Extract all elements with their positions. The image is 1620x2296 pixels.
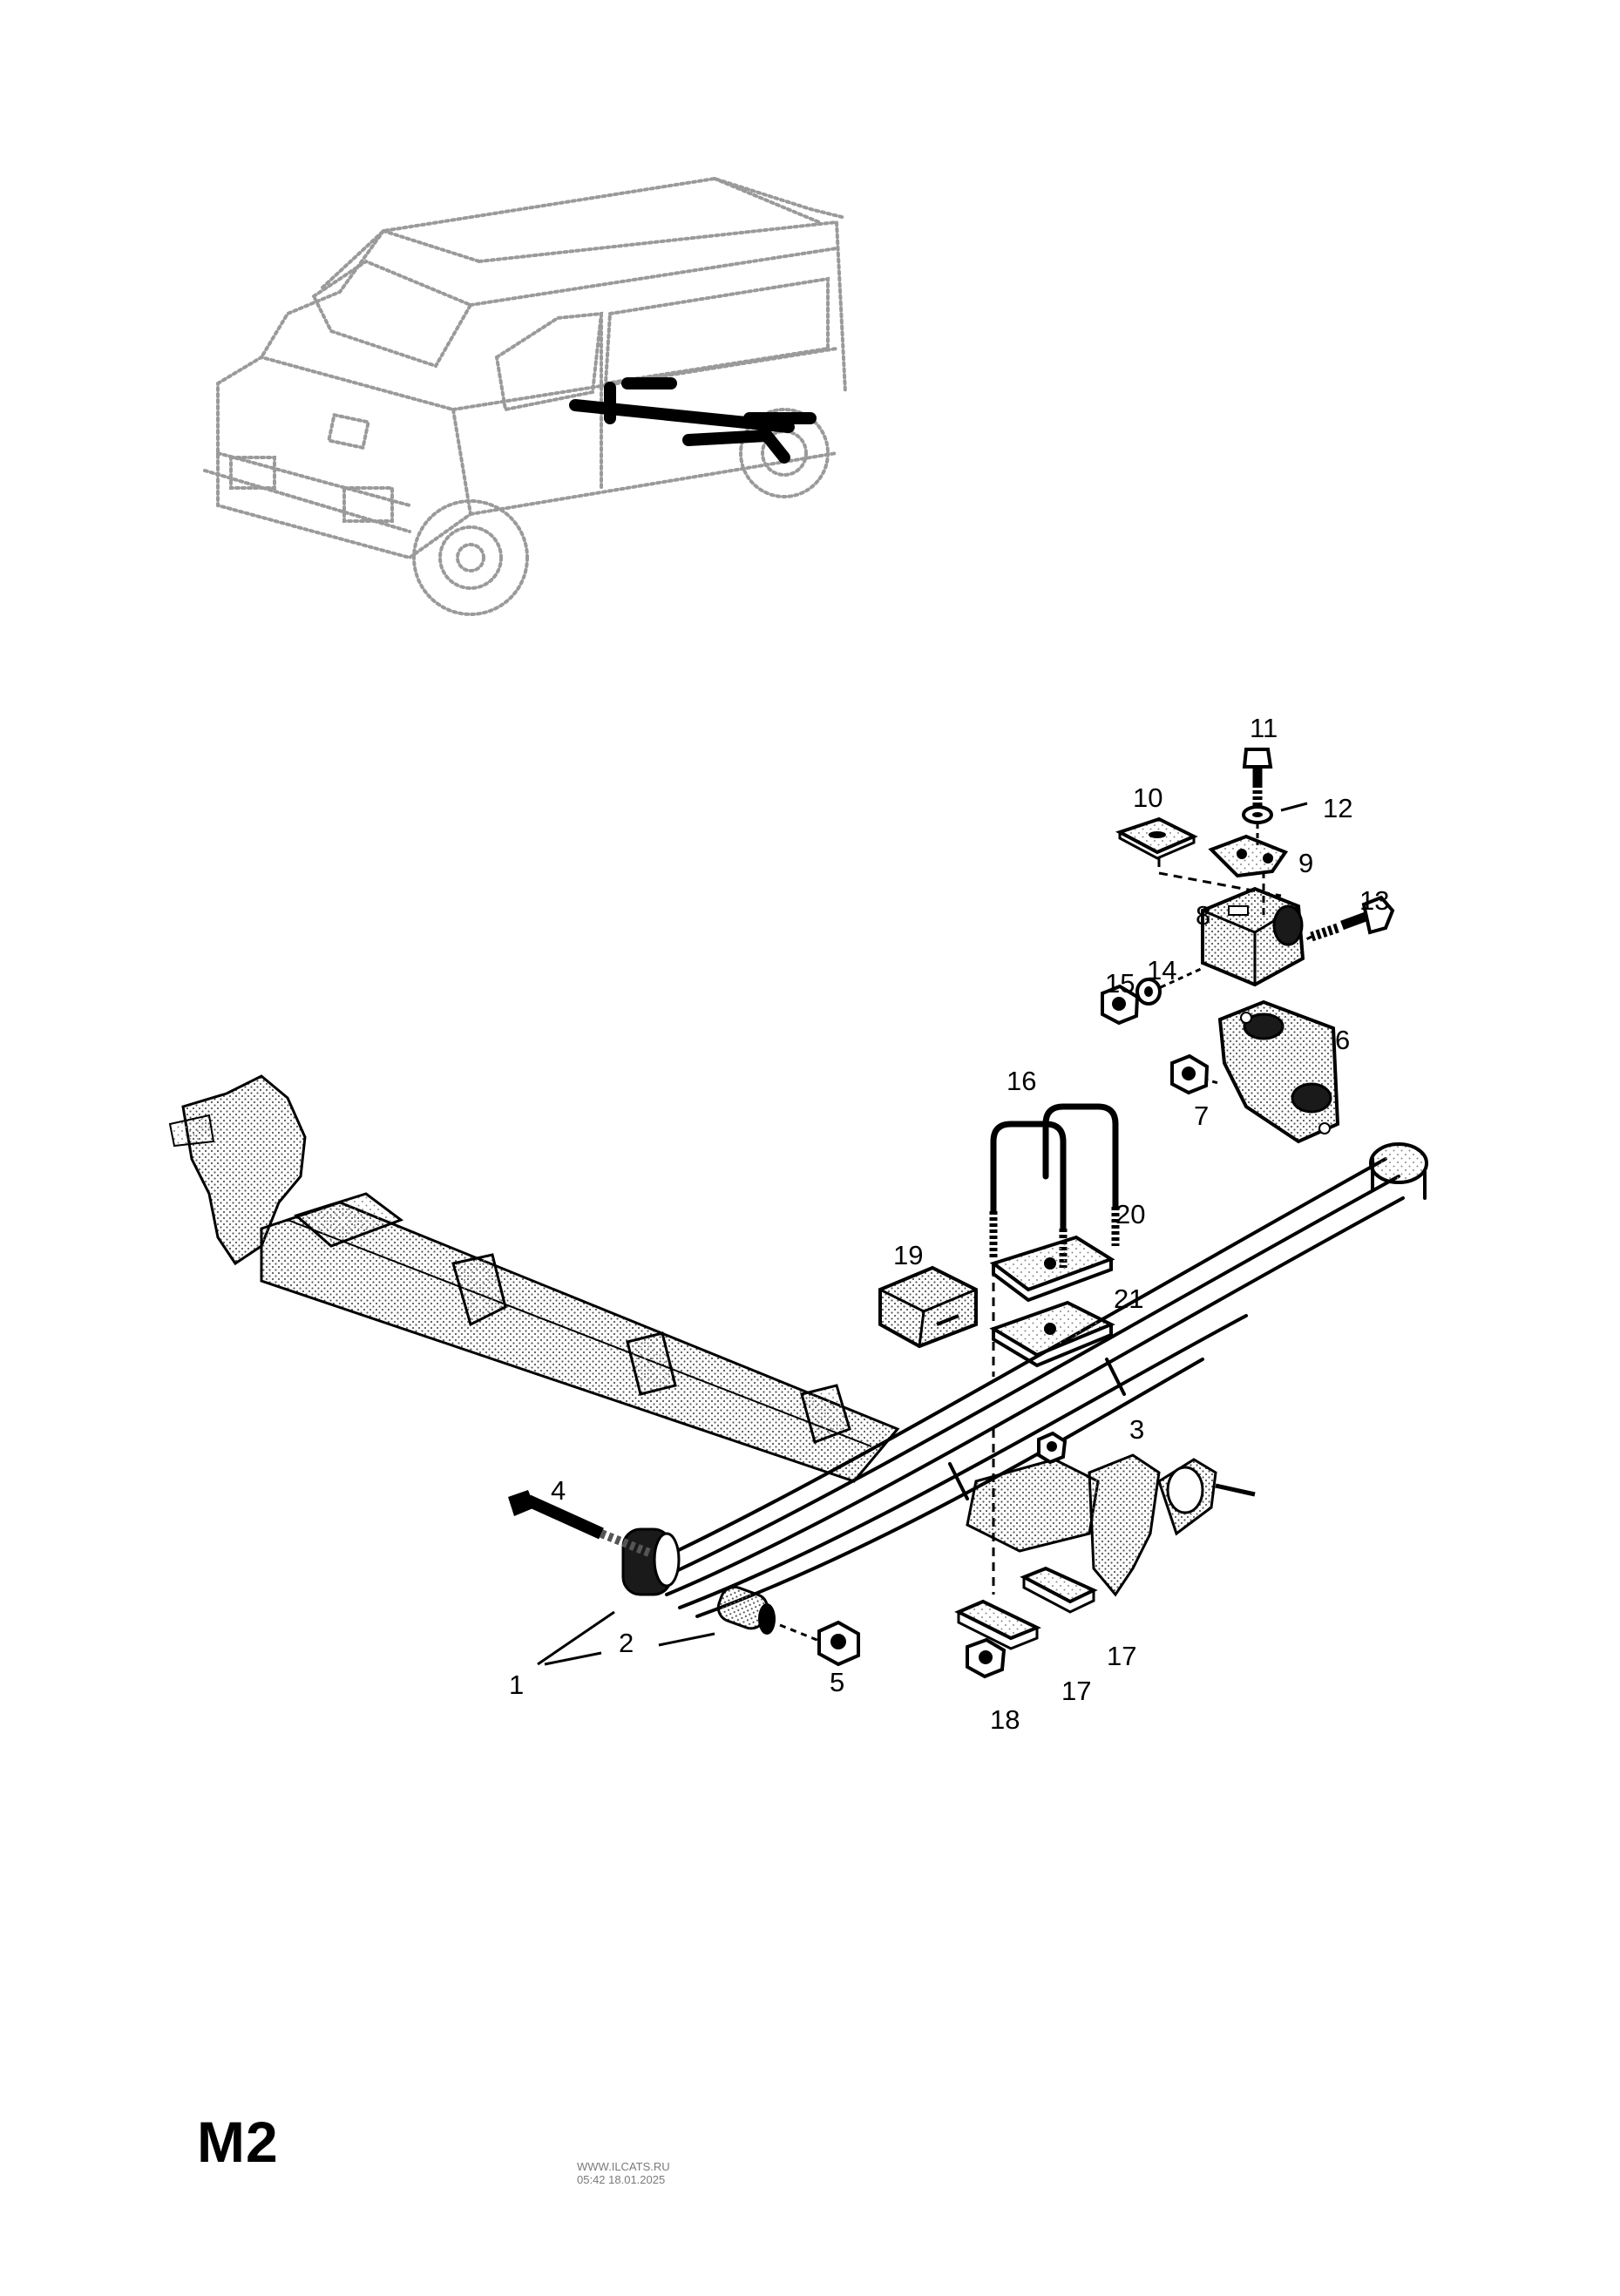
callout-1: 1 — [509, 1670, 525, 1700]
watermark-stamp: 05:42 18.01.2025 — [577, 2173, 666, 2186]
plate-10 — [1115, 816, 1198, 860]
nut-5 — [817, 1620, 860, 1667]
callout-16: 16 — [1007, 1066, 1037, 1096]
callout-5: 5 — [830, 1667, 845, 1697]
callout-8: 8 — [1196, 900, 1211, 931]
callout-17-lower: 17 — [1061, 1676, 1092, 1706]
bracket-plate-9 — [1208, 834, 1289, 878]
callout-6: 6 — [1335, 1025, 1351, 1055]
callout-7: 7 — [1194, 1101, 1210, 1131]
washer-14 — [1135, 978, 1162, 1006]
bolt-13 — [1310, 895, 1395, 942]
callout-12: 12 — [1323, 793, 1353, 823]
callout-20: 20 — [1115, 1199, 1146, 1229]
leader-lines — [537, 802, 1308, 1666]
callout-19: 19 — [893, 1240, 924, 1270]
watermark-site: WWW.ILCATS.RU — [577, 2160, 670, 2173]
van-overview — [203, 176, 847, 616]
front-eye-bushing — [621, 1527, 681, 1596]
front-axle — [168, 1074, 1256, 1597]
plate-20 — [989, 1235, 1115, 1303]
bolt-11 — [1242, 748, 1273, 806]
callout-9: 9 — [1298, 848, 1314, 878]
callout-3: 3 — [1129, 1414, 1145, 1445]
nut-3 — [1037, 1431, 1068, 1465]
spacer-plate-lower — [954, 1599, 1041, 1650]
u-bolts — [990, 1103, 1119, 1232]
nut-15 — [1101, 984, 1140, 1026]
dash-line — [1160, 967, 1202, 989]
callout-10: 10 — [1133, 782, 1163, 813]
spring-bolt — [508, 1490, 651, 1557]
spring-shackle — [1217, 999, 1340, 1144]
bush — [716, 1585, 776, 1635]
page-code: M2 — [197, 2110, 279, 2174]
leaf-spring — [647, 1142, 1428, 1618]
callout-15: 15 — [1105, 968, 1135, 999]
callout-17-upper: 17 — [1107, 1641, 1137, 1671]
plate-21 — [989, 1300, 1115, 1368]
callout-21: 21 — [1114, 1283, 1144, 1314]
callout-2: 2 — [619, 1628, 634, 1658]
dash-line — [779, 1623, 824, 1644]
callout-4: 4 — [551, 1475, 566, 1506]
shackle-bracket — [1201, 886, 1305, 987]
washer-12 — [1242, 805, 1273, 824]
nut-18 — [966, 1637, 1007, 1679]
callout-14: 14 — [1147, 955, 1177, 985]
callout-13: 13 — [1359, 885, 1390, 916]
dash-line — [1157, 858, 1282, 897]
bump-stop — [878, 1265, 978, 1349]
van-highlighted-axle — [569, 377, 817, 464]
nut-7 — [1170, 1053, 1210, 1095]
callout-18: 18 — [990, 1704, 1020, 1735]
callout-11: 11 — [1250, 713, 1278, 743]
spacer-plate-upper — [1020, 1566, 1098, 1614]
dash-line — [1302, 935, 1312, 943]
